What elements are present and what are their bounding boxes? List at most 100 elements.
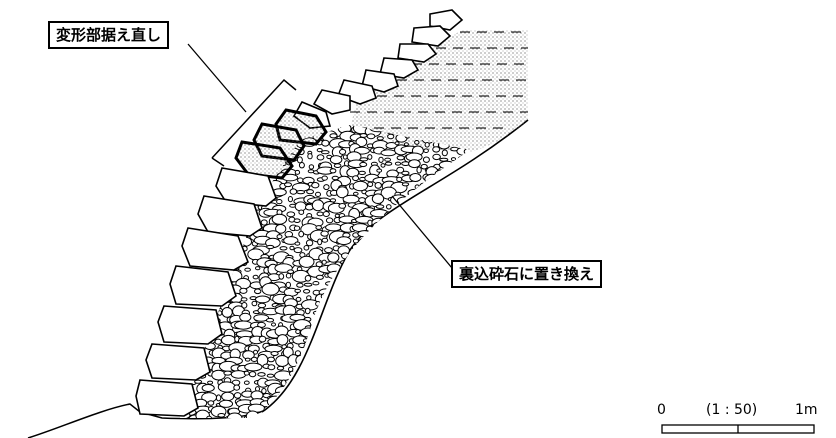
gravel-stone: [251, 300, 258, 307]
gravel-stone: [326, 364, 333, 371]
gravel-stone: [456, 160, 463, 167]
gravel-stone: [376, 288, 383, 295]
gravel-stone: [282, 397, 296, 406]
gravel-stone: [406, 335, 413, 342]
gravel-stone: [373, 299, 390, 308]
gravel-stone: [321, 237, 329, 243]
gravel-stone: [228, 153, 234, 160]
gravel-stone: [279, 246, 288, 251]
wall-stone: [169, 265, 237, 307]
gravel-stone: [401, 384, 414, 396]
gravel-stone: [405, 350, 412, 355]
gravel-stone: [390, 405, 404, 413]
gravel-stone: [326, 354, 345, 367]
gravel-stone: [244, 267, 251, 272]
gravel-stone: [325, 343, 332, 350]
gravel-stone: [467, 334, 470, 342]
gravel-stone: [340, 384, 347, 390]
gravel-stone: [391, 348, 405, 359]
gravel-stone: [416, 217, 435, 228]
gravel-stone: [197, 146, 206, 153]
gravel-stone: [420, 163, 428, 170]
gravel-stone: [417, 258, 432, 270]
gravel-stone: [325, 387, 332, 394]
gravel-stone: [352, 270, 369, 280]
gravel-stone: [180, 209, 184, 216]
gravel-stone: [320, 230, 329, 237]
gravel-stone: [316, 211, 324, 217]
gravel-stone: [412, 399, 427, 409]
gravel-stone: [365, 259, 373, 264]
gravel-stone: [295, 296, 302, 302]
gravel-stone: [308, 164, 315, 170]
gravel-stone: [367, 154, 373, 160]
gravel-stone: [359, 399, 367, 405]
gravel-stone: [429, 261, 439, 268]
gravel-stone: [444, 234, 460, 248]
gravel-stone: [357, 359, 366, 366]
scale-label-max: 1m: [795, 402, 818, 418]
gravel-stone: [420, 274, 429, 282]
gravel-stone: [410, 312, 427, 325]
gravel-stone: [207, 380, 214, 385]
gravel-stone: [202, 125, 219, 134]
gravel-stone: [337, 327, 351, 337]
gravel-stone: [418, 280, 431, 290]
gravel-stone: [460, 311, 470, 325]
gravel-stone: [479, 387, 485, 393]
gravel-stone: [260, 219, 268, 226]
gravel-stone: [253, 349, 258, 355]
gravel-stone: [349, 389, 365, 401]
gravel-stone: [403, 390, 417, 401]
gravel-stone: [437, 237, 445, 243]
gravel-stone: [254, 288, 262, 295]
gravel-stone: [437, 389, 453, 402]
gravel-stone: [376, 136, 384, 141]
gravel-stone: [189, 134, 197, 142]
gravel-stone: [360, 236, 380, 247]
gravel-stone: [389, 281, 396, 288]
gravel-stone: [401, 300, 418, 313]
gravel-stone: [386, 400, 393, 406]
gravel-stone: [195, 409, 210, 418]
gravel-stone: [337, 342, 350, 353]
gravel-stone: [430, 222, 438, 230]
gravel-stone: [376, 407, 384, 413]
gravel-stone: [403, 329, 417, 337]
wall-stone: [157, 305, 223, 345]
gravel-stone: [413, 244, 421, 252]
gravel-stone: [432, 394, 440, 399]
gravel-stone: [306, 408, 314, 416]
gravel-stone: [303, 413, 321, 418]
gravel-stone: [398, 335, 405, 342]
gravel-stone: [375, 204, 385, 209]
gravel-stone: [472, 160, 488, 170]
gravel-stone: [377, 322, 390, 332]
gravel-stone: [361, 348, 381, 360]
gravel-stone: [427, 404, 446, 413]
gravel-stone: [334, 392, 354, 402]
gravel-stone: [184, 186, 197, 197]
gravel-stone: [432, 153, 441, 161]
gravel-stone: [433, 268, 441, 275]
gravel-stone: [460, 353, 470, 366]
gravel-stone: [296, 156, 303, 164]
gravel-stone: [458, 356, 465, 363]
gravel-stone: [383, 210, 398, 221]
gravel-stone: [420, 351, 429, 358]
gravel-stone: [323, 359, 331, 366]
gravel-stone: [407, 308, 426, 317]
gravel-stone: [315, 337, 324, 343]
gravel-stone: [416, 299, 436, 310]
gravel-stone: [457, 328, 470, 341]
gravel-stone: [311, 370, 329, 382]
gravel-stone: [285, 272, 292, 279]
gravel-stone: [283, 236, 299, 245]
gravel-stone: [449, 343, 457, 349]
gravel-stone: [384, 370, 397, 383]
gravel-stone: [396, 176, 403, 182]
gravel-stone: [403, 221, 416, 233]
gravel-stone: [414, 140, 420, 145]
gravel-stone: [437, 300, 456, 309]
gravel-stone: [435, 264, 450, 273]
